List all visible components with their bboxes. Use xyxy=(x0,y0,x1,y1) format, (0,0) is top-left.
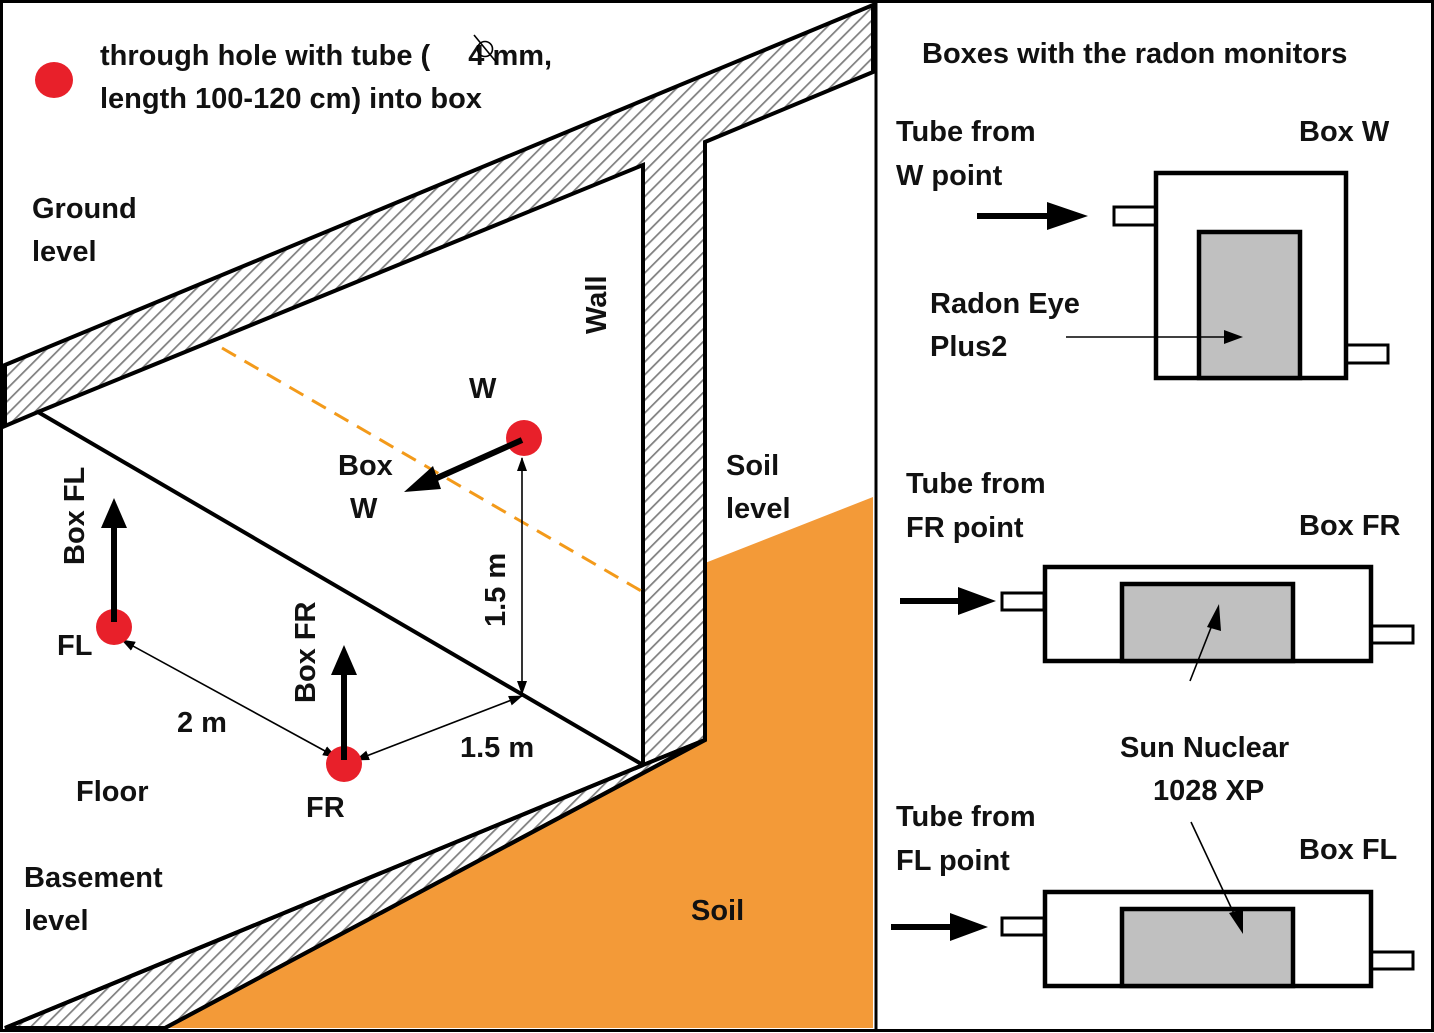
legend-line-2: length 100-120 cm) into box xyxy=(100,83,482,115)
box-fl-title: Box FL xyxy=(1299,834,1397,866)
floor-wall-junction xyxy=(36,410,645,767)
box-fr-diagram: Tube from FR point Box FR xyxy=(900,468,1415,682)
box-w-tube-label-2: W point xyxy=(896,160,1003,192)
box-fl-tube-label-1: Tube from xyxy=(896,801,1036,833)
outlet-tube-fl xyxy=(1369,950,1415,971)
ground-level-label-1: Ground xyxy=(32,193,137,225)
box-fr-tube-label-1: Tube from xyxy=(906,468,1046,500)
arrow-to-box-w xyxy=(426,437,524,485)
vertical-wall xyxy=(645,146,703,762)
dimension-fr-wall xyxy=(355,695,523,761)
floor-outer-edge xyxy=(164,738,706,1030)
box-w-tube-label-1: Tube from xyxy=(896,116,1036,148)
box-fl-tube-label-2: FL point xyxy=(896,845,1010,877)
box-fl-label: Box FL xyxy=(59,467,91,565)
soil-region xyxy=(165,497,873,1028)
tube-arrow-head-fr xyxy=(958,587,996,615)
box-w-title: Box W xyxy=(1299,116,1390,148)
tube-arrow-head-w xyxy=(1047,202,1088,230)
inlet-tube-w xyxy=(1112,205,1158,227)
arrow-head-box-fl xyxy=(101,498,127,528)
hole-fl xyxy=(96,609,132,645)
basement-level-label-1: Basement xyxy=(24,862,163,894)
box-fr-tube-label-2: FR point xyxy=(906,512,1024,544)
radon-eye-monitor xyxy=(1196,229,1303,381)
sun-nuclear-label-2: 1028 XP xyxy=(1153,775,1264,807)
arrow-head-box-w xyxy=(404,466,441,492)
dimension-w-height-label: 1.5 m xyxy=(480,553,512,627)
sun-nuclear-monitor-fr xyxy=(1119,581,1296,664)
sun-nuclear-pointer-head-fr xyxy=(1207,604,1221,631)
legend-line-1: through hole with tube ( 4 mm, xyxy=(100,40,552,72)
box-w-label-1: Box xyxy=(338,450,393,482)
soil-level-label-1: Soil xyxy=(726,450,779,482)
box-w-label-2: W xyxy=(350,493,378,525)
floor-label: Floor xyxy=(76,776,149,808)
box-fr-title: Box FR xyxy=(1299,510,1401,542)
point-w-label: W xyxy=(469,373,497,405)
tube-arrow-head-fl xyxy=(950,913,988,941)
diameter-icon xyxy=(473,34,498,64)
arrow-head-box-fr xyxy=(331,645,357,675)
soil-level-label-2: level xyxy=(726,493,791,525)
ground-level-label-2: level xyxy=(32,236,97,268)
right-panel-title: Boxes with the radon monitors xyxy=(922,38,1347,70)
hole-fr xyxy=(326,746,362,782)
radon-eye-label-2: Plus2 xyxy=(930,331,1007,363)
box-fr-label: Box FR xyxy=(290,601,322,703)
sun-nuclear-pointer-fl xyxy=(1190,821,1237,919)
point-fr-label: FR xyxy=(306,792,345,824)
dimension-fr-wall-label: 1.5 m xyxy=(460,732,534,764)
inlet-tube-fr xyxy=(1000,591,1046,612)
sun-nuclear-label-1: Sun Nuclear xyxy=(1120,732,1289,764)
basement-level-label-2: level xyxy=(24,905,89,937)
outlet-tube-w xyxy=(1344,343,1390,365)
sun-nuclear-pointer-head-fl xyxy=(1229,909,1243,934)
right-panel: Boxes with the radon monitors Tube from … xyxy=(891,38,1415,989)
dimension-fl-fr-label: 2 m xyxy=(177,707,227,739)
dimension-fl-fr xyxy=(121,639,337,758)
hole-w xyxy=(506,420,542,456)
box-w-diagram: Tube from W point Box W Radon Eye Plus2 xyxy=(896,116,1390,381)
outlet-tube-fr xyxy=(1369,624,1415,645)
soil-label: Soil xyxy=(691,895,744,927)
sun-nuclear-monitor-fl xyxy=(1119,906,1296,989)
left-panel: through hole with tube ( 4 mm, length 10… xyxy=(2,2,875,1030)
floor-inner-edge xyxy=(4,763,644,1030)
inlet-tube-fl xyxy=(1000,916,1046,937)
sun-nuclear-pointer-fr xyxy=(1189,619,1215,682)
radon-eye-label-1: Radon Eye xyxy=(930,288,1080,320)
radon-eye-pointer-head xyxy=(1224,330,1243,344)
point-fl-label: FL xyxy=(57,630,92,662)
red-dot-icon xyxy=(35,62,73,98)
wall-label: Wall xyxy=(581,275,613,334)
box-fl-diagram: Tube from FL point Box FL xyxy=(891,801,1415,989)
